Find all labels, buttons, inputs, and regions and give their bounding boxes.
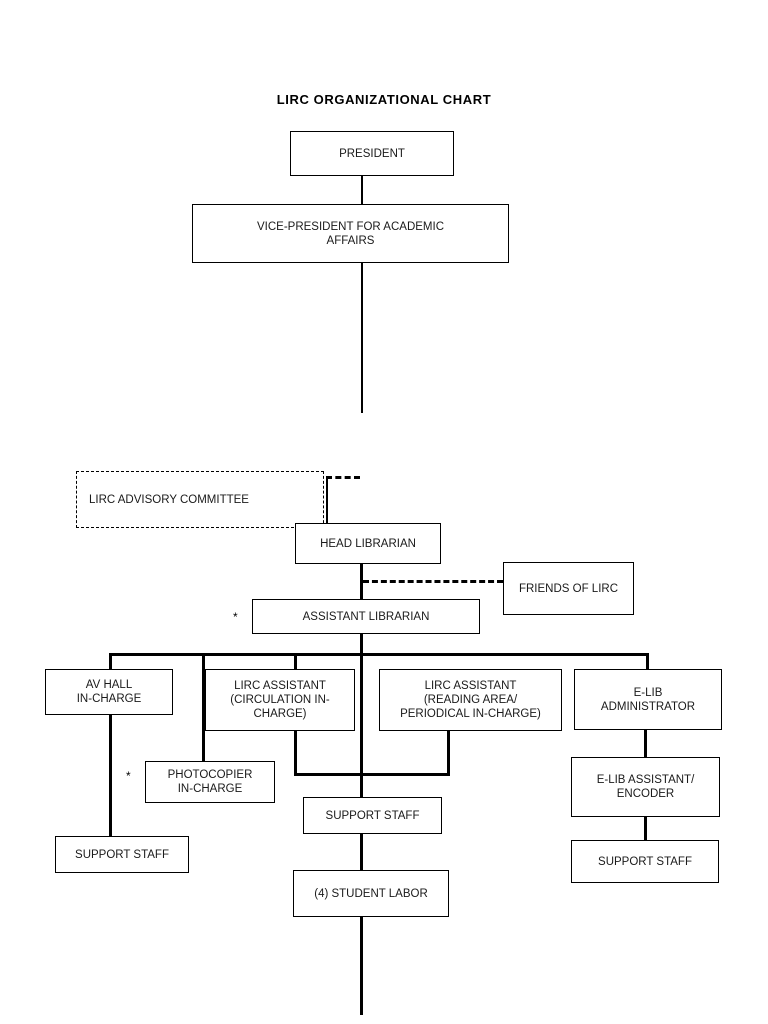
edge-head-to-assistant — [360, 564, 363, 604]
node-student-labor[interactable]: (4) STUDENT LABOR — [293, 870, 449, 917]
node-circulation-label-line1: LIRC ASSISTANT — [234, 680, 326, 692]
node-student-labor-label: (4) STUDENT LABOR — [314, 887, 428, 900]
node-av-hall-label-line1: AV HALL — [85, 679, 133, 691]
edge-elib-assistant-to-support — [644, 817, 647, 841]
edge-advisory-drop — [326, 476, 328, 523]
node-head-librarian[interactable]: HEAD LIBRARIAN — [295, 523, 441, 564]
marker-asterisk-assistant-librarian: * — [233, 610, 238, 624]
edge-advisory-head-librarian — [326, 476, 360, 479]
edge-president-vp — [361, 176, 363, 205]
node-elib-admin-label-line1: E-LIB — [633, 686, 663, 699]
edge-bus-center-spine — [360, 653, 363, 775]
marker-asterisk-photocopier: * — [126, 769, 131, 783]
node-elib-assistant-label-line1: E-LIB ASSISTANT/ — [596, 774, 695, 786]
edge-bus-to-av-hall — [109, 653, 112, 838]
node-reading-label-line2: (READING AREA/ — [423, 694, 518, 706]
node-av-hall-label-line2: IN-CHARGE — [76, 693, 142, 705]
node-elib-admin-label-line2: ADMINISTRATOR — [600, 700, 696, 713]
edge-bus-to-photocopier — [202, 653, 205, 761]
edge-vp-down — [361, 263, 363, 413]
edge-assistant-to-bus — [360, 634, 363, 656]
edge-student-labor-down — [360, 917, 363, 1015]
node-friends-of-lirc[interactable]: FRIENDS OF LIRC — [503, 562, 634, 615]
node-circulation-label-line3: CHARGE) — [253, 708, 307, 720]
node-photocopier-in-charge[interactable]: PHOTOCOPIER IN-CHARGE — [145, 761, 275, 803]
edge-bus-to-circulation — [294, 653, 297, 670]
node-elib-assistant-label-line2: ENCODER — [616, 788, 675, 800]
node-president-label: PRESIDENT — [339, 147, 405, 160]
node-vice-president-label-line1: VICE-PRESIDENT FOR ACADEMIC — [256, 220, 444, 233]
node-support-staff-right[interactable]: SUPPORT STAFF — [571, 840, 719, 883]
node-vice-president[interactable]: VICE-PRESIDENT FOR ACADEMIC AFFAIRS — [192, 204, 509, 263]
edge-circulation-drop — [294, 731, 297, 775]
node-elib-administrator[interactable]: E-LIB ADMINISTRATOR — [574, 669, 722, 730]
edge-head-librarian-friends — [363, 580, 503, 583]
edge-reading-drop — [447, 731, 450, 775]
page-title: LIRC ORGANIZATIONAL CHART — [276, 92, 492, 107]
edge-spine-to-support-center — [360, 773, 363, 799]
node-vice-president-label-line2: AFFAIRS — [326, 234, 375, 247]
node-support-staff-center-label: SUPPORT STAFF — [325, 809, 420, 822]
edge-support-to-student-labor — [360, 834, 363, 870]
node-lirc-assistant-circulation[interactable]: LIRC ASSISTANT (CIRCULATION IN- CHARGE) — [205, 669, 355, 731]
node-friends-label: FRIENDS OF LIRC — [518, 582, 619, 595]
node-circulation-label-line2: (CIRCULATION IN- — [230, 694, 330, 706]
node-support-staff-left[interactable]: SUPPORT STAFF — [55, 836, 189, 873]
node-support-staff-left-label: SUPPORT STAFF — [75, 848, 169, 861]
edge-elib-admin-to-assistant — [644, 730, 647, 757]
node-elib-assistant-encoder[interactable]: E-LIB ASSISTANT/ ENCODER — [571, 757, 720, 817]
node-head-librarian-label: HEAD LIBRARIAN — [320, 537, 416, 550]
node-president[interactable]: PRESIDENT — [290, 131, 454, 176]
node-reading-label-line1: LIRC ASSISTANT — [424, 680, 517, 692]
node-photocopier-label-line2: IN-CHARGE — [177, 783, 243, 795]
node-lirc-advisory-committee[interactable]: LIRC ADVISORY COMMITTEE — [76, 471, 324, 528]
edge-merge-bar-support — [294, 773, 450, 776]
node-support-staff-right-label: SUPPORT STAFF — [598, 855, 692, 868]
node-support-staff-center[interactable]: SUPPORT STAFF — [303, 797, 442, 834]
node-reading-label-line3: PERIODICAL IN-CHARGE) — [400, 708, 541, 720]
node-photocopier-label-line1: PHOTOCOPIER — [167, 769, 253, 781]
node-lirc-assistant-reading-area[interactable]: LIRC ASSISTANT (READING AREA/ PERIODICAL… — [379, 669, 562, 731]
node-advisory-label: LIRC ADVISORY COMMITTEE — [89, 493, 249, 506]
node-assistant-librarian-label: ASSISTANT LIBRARIAN — [302, 610, 430, 623]
node-assistant-librarian[interactable]: ASSISTANT LIBRARIAN — [252, 599, 480, 634]
edge-bus-horizontal — [109, 653, 649, 656]
node-av-hall-in-charge[interactable]: AV HALL IN-CHARGE — [45, 669, 173, 715]
edge-bus-to-elib-admin — [646, 653, 649, 670]
